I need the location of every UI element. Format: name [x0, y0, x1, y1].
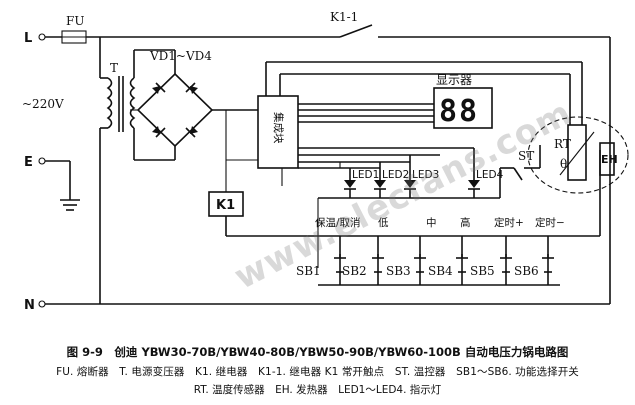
- label-e: E: [24, 155, 33, 170]
- label-t: T: [110, 61, 118, 75]
- label-display: 显示器: [436, 73, 472, 87]
- led-1: [344, 168, 356, 198]
- label-vd: VD1~VD4: [149, 49, 212, 63]
- label-voltage: ~220V: [22, 97, 64, 111]
- figure-legend-line-2: RT. 温度传感器 EH. 发热器 LED1～LED4. 指示灯: [193, 384, 442, 396]
- pot-heater-assembly: [527, 116, 629, 194]
- transformer-primary-coil: [106, 77, 113, 129]
- label-fu: FU: [66, 14, 84, 28]
- label-sb1: SB1: [296, 264, 321, 278]
- label-fn-timer-plus: 定时+: [494, 216, 524, 229]
- label-sb3: SB3: [386, 264, 411, 278]
- led-2: [374, 162, 386, 198]
- figure-title: 图 9-9 创迪 YBW30-70B/YBW40-80B/YBW50-90B/Y…: [66, 345, 569, 359]
- label-fn-high: 高: [460, 216, 471, 229]
- figure-legend-line-1: FU. 熔断器 T. 电源变压器 K1. 继电器 K1-1. 继电器 K1 常开…: [56, 366, 579, 378]
- label-controller: 集成块: [272, 112, 285, 144]
- display-digits: 88: [439, 94, 479, 129]
- label-fn-keep-warm: 保温/取消: [315, 216, 361, 229]
- label-led2: LED2: [382, 169, 409, 181]
- label-n: N: [24, 298, 35, 313]
- bridge-rectifier: [136, 72, 214, 148]
- label-led1: LED1: [352, 169, 379, 181]
- terminal-n: [38, 300, 46, 308]
- label-l: L: [24, 31, 32, 46]
- label-sb2: SB2: [342, 264, 367, 278]
- switch-sb4: [456, 236, 468, 285]
- ground-symbol: [60, 199, 80, 211]
- relay-contact-k1-1: [339, 24, 373, 38]
- display-7seg: [433, 87, 493, 129]
- switch-sb2: [372, 236, 384, 285]
- label-theta: θ: [560, 157, 567, 171]
- led-4: [468, 148, 480, 198]
- label-sb5: SB5: [470, 264, 495, 278]
- switch-sb5: [500, 236, 512, 285]
- label-sb4: SB4: [428, 264, 453, 278]
- terminal-l: [38, 33, 46, 41]
- heater-eh: [599, 142, 615, 176]
- led-3: [404, 155, 416, 198]
- switch-sb6: [542, 236, 554, 285]
- label-led4: LED4: [476, 169, 504, 181]
- label-sb6: SB6: [514, 264, 539, 278]
- label-fn-low: 低: [378, 216, 389, 229]
- switch-sb3: [414, 236, 426, 285]
- label-fn-timer-minus: 定时−: [535, 216, 565, 229]
- label-st: ST: [518, 149, 534, 163]
- transformer-secondary-coil: [129, 77, 136, 129]
- label-led3: LED3: [412, 169, 439, 181]
- thermostat-st: [513, 167, 523, 181]
- switch-sb1: [334, 236, 346, 285]
- label-eh: EH: [601, 153, 618, 166]
- label-rt: RT: [554, 137, 571, 151]
- label-k1-1: K1-1: [330, 10, 358, 24]
- label-k1: K1: [216, 198, 235, 213]
- temperature-sensor-rt: [567, 124, 587, 181]
- label-fn-mid: 中: [426, 216, 437, 229]
- terminal-e: [38, 157, 46, 165]
- controller-ic: [257, 95, 299, 169]
